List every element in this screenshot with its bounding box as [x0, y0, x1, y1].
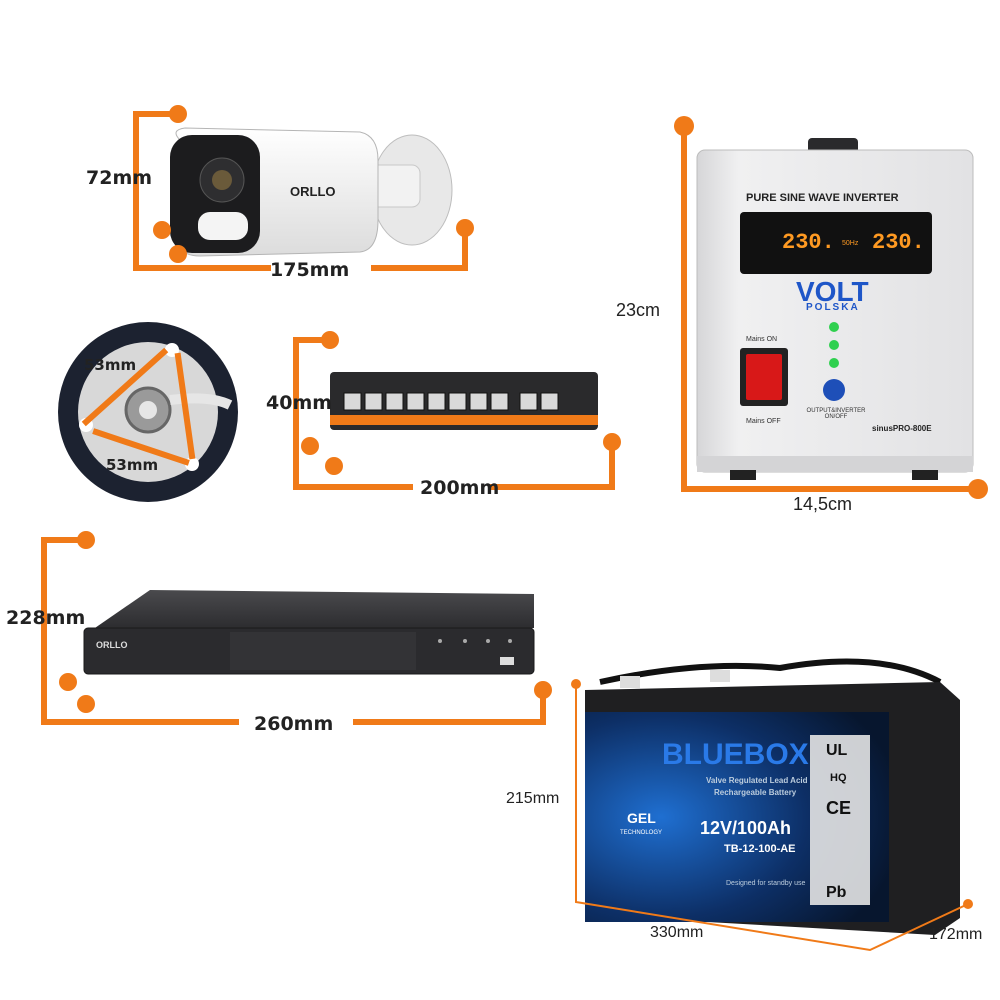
camera-height-label: 72mm — [86, 167, 153, 189]
switch-port — [385, 392, 404, 411]
nvr-dim-line-left — [41, 537, 239, 725]
mount-dim-side-a — [81, 347, 169, 427]
battery-gel: GEL — [627, 810, 656, 826]
switch-dim-line-left — [293, 337, 413, 490]
switch-port — [469, 392, 488, 411]
switch-port — [427, 392, 446, 411]
switch-width-label: 200mm — [420, 477, 500, 499]
battery-width-label: 330mm — [650, 924, 704, 941]
inverter-illustration — [696, 138, 974, 480]
switch-height-label: 40mm — [266, 392, 333, 414]
inverter-display-mid: 50Hz — [842, 240, 859, 247]
battery-illustration — [585, 658, 960, 935]
battery-brand: BLUEBOX — [662, 738, 809, 771]
switch-port — [490, 392, 509, 411]
mount-side-b-label: 53mm — [106, 456, 159, 474]
battery-hq-mark: HQ — [830, 772, 847, 784]
inverter-output-label: OUTPUT&INVERTER ON/OFF — [806, 408, 866, 420]
battery-height-label: 215mm — [506, 790, 560, 807]
camera-brand-text: ORLLO — [290, 184, 336, 199]
battery-gel-sub: TECHNOLOGY — [620, 830, 663, 836]
battery-line2: Rechargeable Battery — [714, 788, 797, 797]
battery-ul-mark: UL — [826, 742, 848, 759]
switch-port — [448, 392, 467, 411]
inverter-height-label: 23cm — [616, 300, 661, 320]
inverter-brand-sub: POLSKA — [806, 302, 860, 313]
nvr-brand: ORLLO — [96, 640, 128, 650]
switch-ports — [343, 392, 559, 411]
switch-dim-line-right — [489, 439, 615, 490]
camera-dim-line-right — [371, 225, 468, 271]
switch-port — [540, 392, 559, 411]
camera-width-label: 175mm — [270, 259, 350, 281]
switch-port — [343, 392, 362, 411]
inverter-dim-line — [681, 123, 981, 492]
nvr-dim-line-right — [353, 687, 546, 725]
battery-ce-mark: CE — [826, 798, 852, 818]
battery-model: TB-12-100-AE — [724, 843, 796, 855]
inverter-width-label: 14,5cm — [793, 494, 853, 514]
nvr-height-label: 228mm — [6, 607, 86, 629]
inverter-mains-off: Mains OFF — [746, 418, 781, 425]
battery-depth-label: 172mm — [929, 926, 983, 943]
mount-dim-side-b — [92, 428, 190, 466]
inverter-display-left: 230. — [782, 230, 835, 255]
battery-pb-mark: Pb — [826, 884, 847, 901]
battery-dim-line — [575, 684, 969, 952]
battery-spec: 12V/100Ah — [700, 818, 792, 838]
camera-dim-line-left — [133, 111, 271, 271]
inverter-mains-on: Mains ON — [746, 336, 778, 343]
switch-port — [406, 392, 425, 411]
switch-port — [519, 392, 538, 411]
switch-port — [364, 392, 383, 411]
battery-line1: Valve Regulated Lead Acid — [706, 776, 808, 785]
mount-dim-side-c — [174, 352, 196, 460]
switch-illustration — [330, 372, 598, 430]
inverter-model: sinusPRO-800E — [872, 424, 932, 433]
nvr-width-label: 260mm — [254, 713, 334, 735]
nvr-illustration — [83, 590, 535, 675]
inverter-title: PURE SINE WAVE INVERTER — [746, 192, 899, 204]
camera-illustration: ORLLO — [170, 127, 453, 257]
inverter-brand: VOLT — [796, 276, 869, 307]
mount-side-a-label: 53mm — [84, 356, 137, 374]
inverter-display-right: 230. — [872, 230, 925, 255]
battery-standby: Designed for standby use — [726, 880, 806, 887]
